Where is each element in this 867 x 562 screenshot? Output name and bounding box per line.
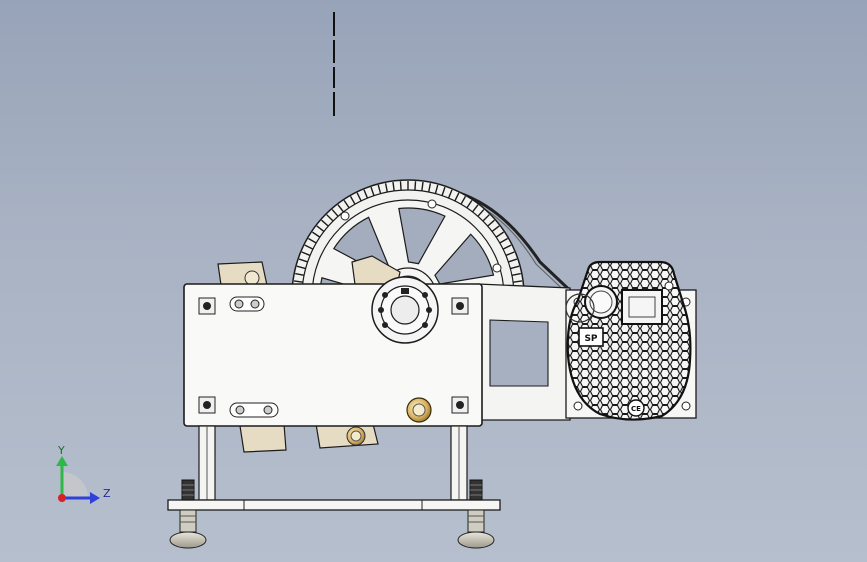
pulley-tooth xyxy=(356,192,362,202)
triad-y-label: Y xyxy=(57,444,65,457)
pulley-tooth xyxy=(427,183,432,193)
adjustment-slots xyxy=(229,296,279,418)
pulley-tooth xyxy=(293,280,303,283)
pulley-tooth xyxy=(384,183,389,193)
pulley-tooth xyxy=(441,186,446,196)
pulley-tooth xyxy=(296,265,306,270)
shaft-bearing xyxy=(371,276,439,344)
plate-screws xyxy=(198,297,469,414)
servo-motor: SP CE xyxy=(566,260,692,421)
pulley-tooth xyxy=(301,251,311,257)
triad-z-arrow-icon xyxy=(90,492,100,504)
tensioner-blocks xyxy=(217,255,401,453)
small-pulley xyxy=(565,293,595,323)
pulley-tooth xyxy=(421,181,424,191)
pulley-tooth xyxy=(349,196,356,205)
pulley-tooth xyxy=(482,214,490,222)
motor-badge-right-text: CE xyxy=(631,405,641,413)
triad-x-axis-dot xyxy=(58,494,66,502)
pulley-tooth xyxy=(326,214,334,222)
pulley-tooth xyxy=(499,237,508,244)
pulley-tooth xyxy=(331,209,339,217)
pulley-tooth xyxy=(477,209,485,217)
pulley-tooth xyxy=(363,189,369,199)
pulley-tooth xyxy=(502,244,512,250)
pulley-tooth xyxy=(337,204,345,213)
pulley-tooth xyxy=(466,199,473,209)
pulley-tooth xyxy=(434,184,439,194)
pulley-tooth xyxy=(311,231,321,238)
triad-z-label: Z xyxy=(103,487,111,500)
front-mounting-plate xyxy=(183,276,483,427)
pulley-tooth xyxy=(454,192,460,202)
pulley-tooth xyxy=(343,199,350,209)
triad-y-arrow-icon xyxy=(56,456,68,466)
pulley-tooth xyxy=(316,225,325,233)
pulley-tooth xyxy=(471,204,479,213)
pulley-tooth xyxy=(308,237,317,244)
pulley-tooth xyxy=(487,219,495,227)
pulley-tooth xyxy=(377,184,382,194)
pulley-tooth xyxy=(510,265,520,270)
pulley-tooth xyxy=(304,244,314,250)
pulley-tooth xyxy=(460,196,467,205)
pulley-tooth xyxy=(392,181,395,191)
pulley-tooth xyxy=(295,272,305,277)
pulley-tooth xyxy=(508,258,518,263)
pulley-tooth xyxy=(399,181,402,191)
motor-badge-left-text: SP xyxy=(584,334,597,344)
triad-plane xyxy=(62,472,88,498)
leveling-foot-right xyxy=(457,479,495,549)
spoke-cutout xyxy=(434,233,495,285)
spoke-cutout xyxy=(398,207,446,265)
pulley-tooth xyxy=(511,272,521,277)
pulley-tooth xyxy=(298,258,308,263)
coordinate-triad[interactable]: Y Z xyxy=(56,444,111,504)
motor-badge-right xyxy=(627,399,645,417)
pulley-tooth xyxy=(513,280,523,283)
pulley-tooth xyxy=(491,225,500,233)
motor-badge-left xyxy=(578,327,604,347)
pulley-tooth xyxy=(447,189,453,199)
pulley-tooth xyxy=(370,186,375,196)
pulley-tooth xyxy=(321,219,329,227)
support-legs xyxy=(198,425,468,501)
brass-bushing xyxy=(406,397,432,423)
pulley-tooth xyxy=(495,231,505,238)
pulley-tooth xyxy=(414,181,417,191)
base-plate xyxy=(167,499,501,511)
leveling-foot-left xyxy=(169,479,207,549)
pulley-tooth xyxy=(505,251,515,257)
